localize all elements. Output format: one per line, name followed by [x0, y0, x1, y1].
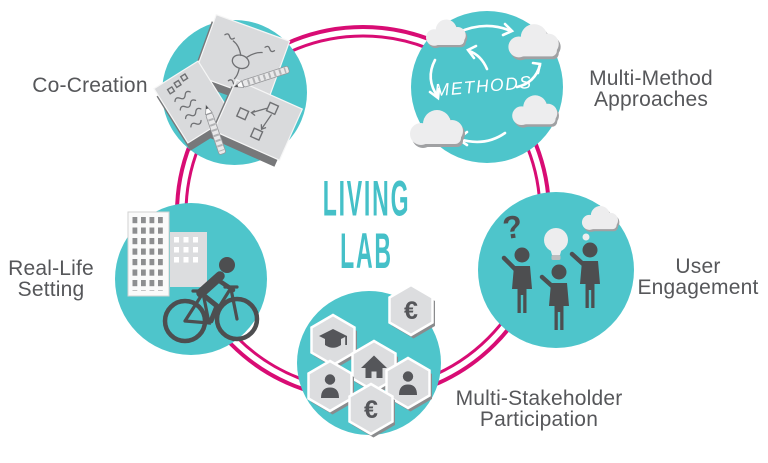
- person-icon: [569, 242, 600, 308]
- pencil-icon: [233, 65, 290, 88]
- hexagon-graduation: [310, 313, 359, 370]
- node-multi-stakeholder: €: [297, 283, 441, 439]
- cloud-icon: [410, 110, 465, 148]
- person-icon: [399, 371, 417, 395]
- stakeholder-hexagons-icon: €: [307, 283, 437, 439]
- title-line2: LAB: [340, 223, 393, 279]
- node-co-creation: [153, 13, 307, 167]
- hexagon-euro: €: [388, 283, 437, 340]
- node-user-engagement: ?: [478, 192, 634, 348]
- person-icon: [501, 247, 532, 313]
- hexagon-home: [351, 339, 400, 396]
- euro-icon: €: [364, 396, 378, 424]
- home-icon: [361, 355, 387, 378]
- cycle-arrows-icon: [428, 22, 542, 147]
- cloud-icon: [426, 19, 468, 48]
- people-ideas-icon: ?: [500, 206, 620, 330]
- building-icon: [170, 232, 207, 287]
- methods-text: METHODS: [434, 72, 533, 100]
- title-line1: LIVING: [322, 170, 411, 227]
- graduation-cap-icon: [319, 329, 347, 348]
- label-co-creation: Co-Creation: [32, 74, 148, 97]
- lightbulb-icon: [544, 228, 568, 260]
- methods-cycle-icon: METHODS: [410, 19, 561, 148]
- euro-icon: €: [404, 297, 418, 325]
- page-title: LIVING LAB: [318, 172, 415, 277]
- sketch-paper: [208, 78, 304, 167]
- person-icon: [539, 264, 569, 330]
- node-multi-method: METHODS: [410, 11, 563, 163]
- hexagon-person: [307, 359, 356, 416]
- hexagon-euro: €: [348, 382, 397, 439]
- person-icon: [321, 374, 339, 398]
- cloud-icon: [508, 24, 561, 61]
- cyclist-icon: [162, 257, 260, 344]
- pencil-icon: [205, 104, 226, 155]
- hexagon-person: [385, 356, 434, 413]
- cloud-icon: [512, 95, 559, 128]
- building-icon: [127, 211, 170, 297]
- thought-cloud-icon: [581, 206, 620, 241]
- sketch-papers-icon: [153, 13, 304, 167]
- question-mark-icon: ?: [500, 208, 524, 246]
- city-cyclist-icon: [127, 211, 260, 344]
- node-real-life: [115, 203, 267, 355]
